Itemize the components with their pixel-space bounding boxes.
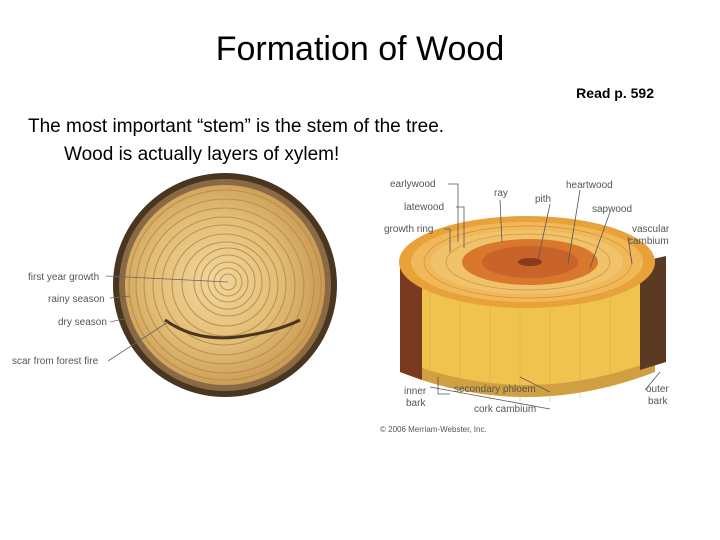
- label-outer-bark: bark: [648, 396, 668, 407]
- label-dry-season: dry season: [58, 317, 107, 328]
- label-vascular: vascular: [632, 224, 670, 235]
- label-pith: pith: [535, 194, 551, 205]
- trunk-section: [399, 216, 666, 402]
- copyright-notice: © 2006 Merriam-Webster, Inc.: [380, 425, 487, 434]
- log-slice: [113, 173, 337, 397]
- label-cambium: cambium: [628, 236, 669, 247]
- label-latewood: latewood: [404, 202, 444, 213]
- label-first-year-growth: first year growth: [28, 272, 99, 283]
- label-ray: ray: [494, 188, 508, 199]
- label-outer: outer: [646, 384, 669, 395]
- label-growth-ring: growth ring: [384, 224, 433, 235]
- page-reference: Read p. 592: [576, 85, 654, 101]
- label-cork-cambium: cork cambium: [474, 404, 536, 415]
- label-earlywood: earlywood: [390, 179, 436, 190]
- label-heartwood: heartwood: [566, 180, 613, 191]
- body-text: The most important “stem” is the stem of…: [28, 113, 444, 169]
- label-inner: inner: [404, 386, 427, 397]
- label-inner-bark: bark: [406, 398, 426, 409]
- slide-title: Formation of Wood: [215, 30, 505, 68]
- label-scar: scar from forest fire: [12, 356, 99, 367]
- trunk-diagram-figure: earlywood latewood growth ring ray pith …: [380, 179, 670, 434]
- fire-scar: [164, 318, 301, 340]
- label-secondary-phloem: secondary phloem: [454, 384, 536, 395]
- label-rainy-season: rainy season: [48, 294, 105, 305]
- body-line-2: Wood is actually layers of xylem!: [64, 144, 340, 165]
- tree-cross-section-figure: first year growth rainy season dry seaso…: [12, 173, 337, 397]
- body-line-1: The most important “stem” is the stem of…: [28, 116, 445, 137]
- label-sapwood: sapwood: [592, 204, 632, 215]
